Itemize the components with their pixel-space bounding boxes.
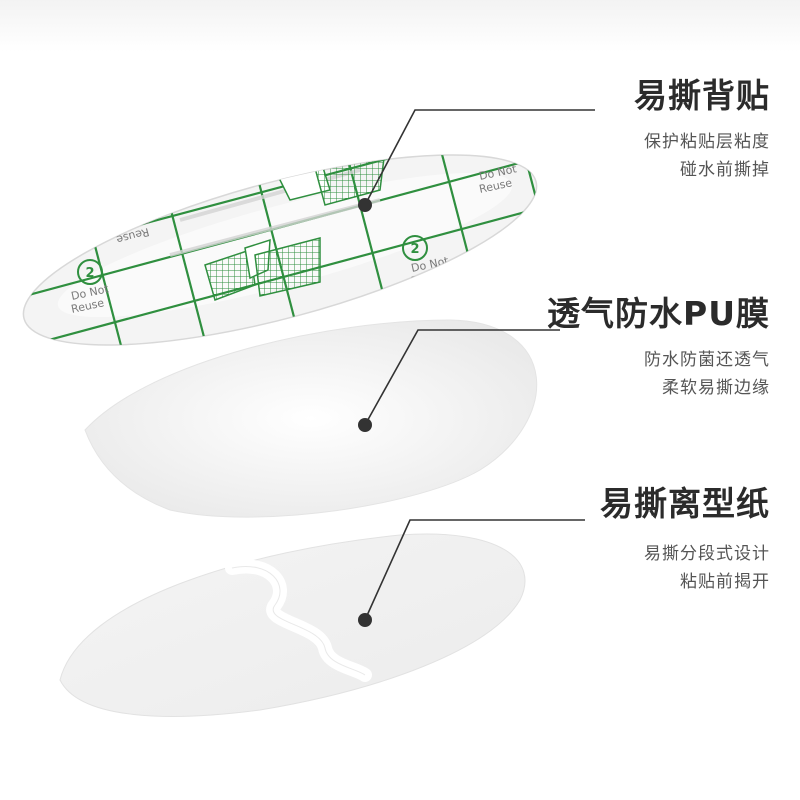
layer-description: 易撕分段式设计 [644, 544, 770, 564]
layer-label-release-paper: 易撕离型纸 易撕分段式设计 粘贴前揭开 [600, 482, 770, 596]
layer-title: 透气防水PU膜 [547, 294, 770, 333]
layer-title: 易撕离型纸 [600, 484, 770, 523]
callout-dot [358, 418, 372, 432]
top-background-band [0, 0, 800, 52]
layer-description: 柔软易撕边缘 [662, 378, 770, 398]
layer-description: 粘贴前揭开 [680, 572, 770, 592]
layer-label-backing: 易撕背贴 保护粘贴层粘度 碰水前撕掉 [634, 74, 770, 184]
hand-print-icon [204, 237, 321, 301]
no-reuse-badge-icon: 2 [402, 235, 428, 261]
release-paper-layer [59, 533, 526, 717]
callout-lines [364, 109, 595, 621]
layer-title: 易撕背贴 [634, 76, 770, 115]
layer-label-pu-film: 透气防水PU膜 防水防菌还透气 柔软易撕边缘 [547, 292, 770, 402]
callout-dot [358, 198, 372, 212]
pu-film-layer [84, 319, 538, 518]
svg-text:2: 2 [410, 242, 419, 257]
callout-dot [358, 613, 372, 627]
layer-description: 保护粘贴层粘度 [644, 132, 770, 152]
svg-text:2: 2 [85, 266, 94, 281]
layer-description: 防水防菌还透气 [644, 350, 770, 370]
layer-description: 碰水前撕掉 [680, 160, 770, 180]
no-reuse-badge-icon: 2 [77, 259, 103, 285]
